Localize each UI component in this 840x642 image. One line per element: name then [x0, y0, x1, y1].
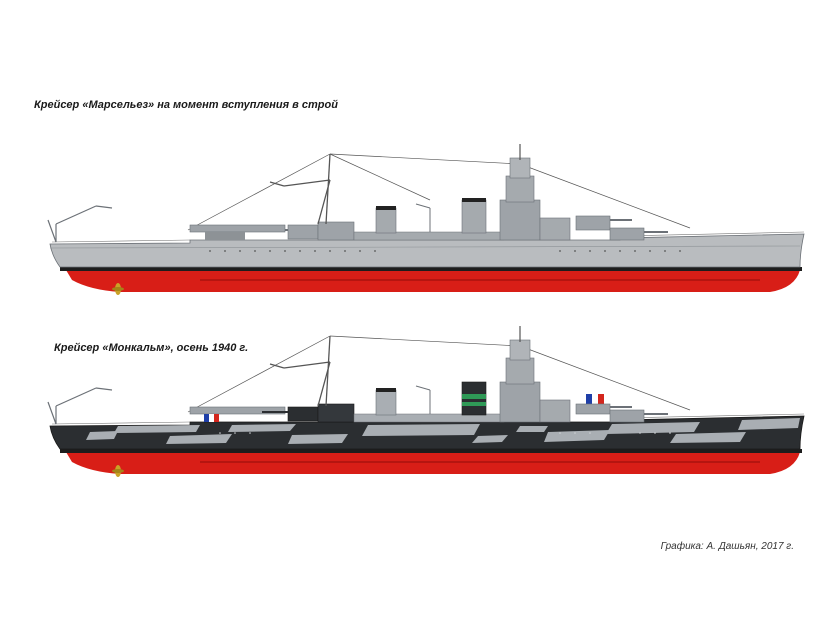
- stern-crane: [47, 387, 113, 425]
- french-flag-fore: [586, 394, 604, 404]
- forward-turrets: [575, 403, 668, 423]
- marseillaise-ship-profile: [47, 144, 805, 295]
- main-mast: [269, 335, 331, 407]
- fore-funnel: [461, 381, 487, 416]
- aft-turret: [287, 224, 319, 240]
- artwork-credit: Графика: А. Дашьян, 2017 г.: [660, 541, 794, 552]
- bottom-ship-caption: Крейсер «Монкальм», осень 1940 г.: [54, 342, 249, 354]
- bridge-tower: [499, 326, 571, 423]
- boot-topping: [60, 449, 802, 453]
- propeller-icon: [112, 465, 124, 477]
- aft-funnel: [375, 207, 397, 234]
- rigging-lines: [187, 153, 691, 231]
- bridge-tower: [499, 144, 571, 241]
- camouflage-patches: [86, 418, 800, 444]
- forward-turrets: [575, 215, 668, 241]
- boot-topping: [60, 267, 802, 271]
- catapult: [189, 224, 286, 233]
- top-ship-caption: Крейсер «Марсельез» на момент вступления…: [34, 99, 338, 111]
- stern-crane: [47, 205, 113, 243]
- rigging-lines: [187, 335, 691, 413]
- french-flag-aft: [204, 414, 219, 422]
- fore-funnel: [461, 199, 487, 234]
- porthole-row: [209, 250, 681, 252]
- aft-superstructure: [317, 221, 355, 241]
- aft-funnel: [375, 389, 397, 416]
- aft-superstructure: [317, 403, 355, 423]
- aft-turret: [287, 406, 319, 422]
- propeller-icon: [112, 283, 124, 295]
- main-mast: [269, 153, 331, 225]
- catapult: [189, 406, 286, 415]
- montcalm-ship-profile: [47, 326, 805, 477]
- gray-hull: [49, 233, 805, 268]
